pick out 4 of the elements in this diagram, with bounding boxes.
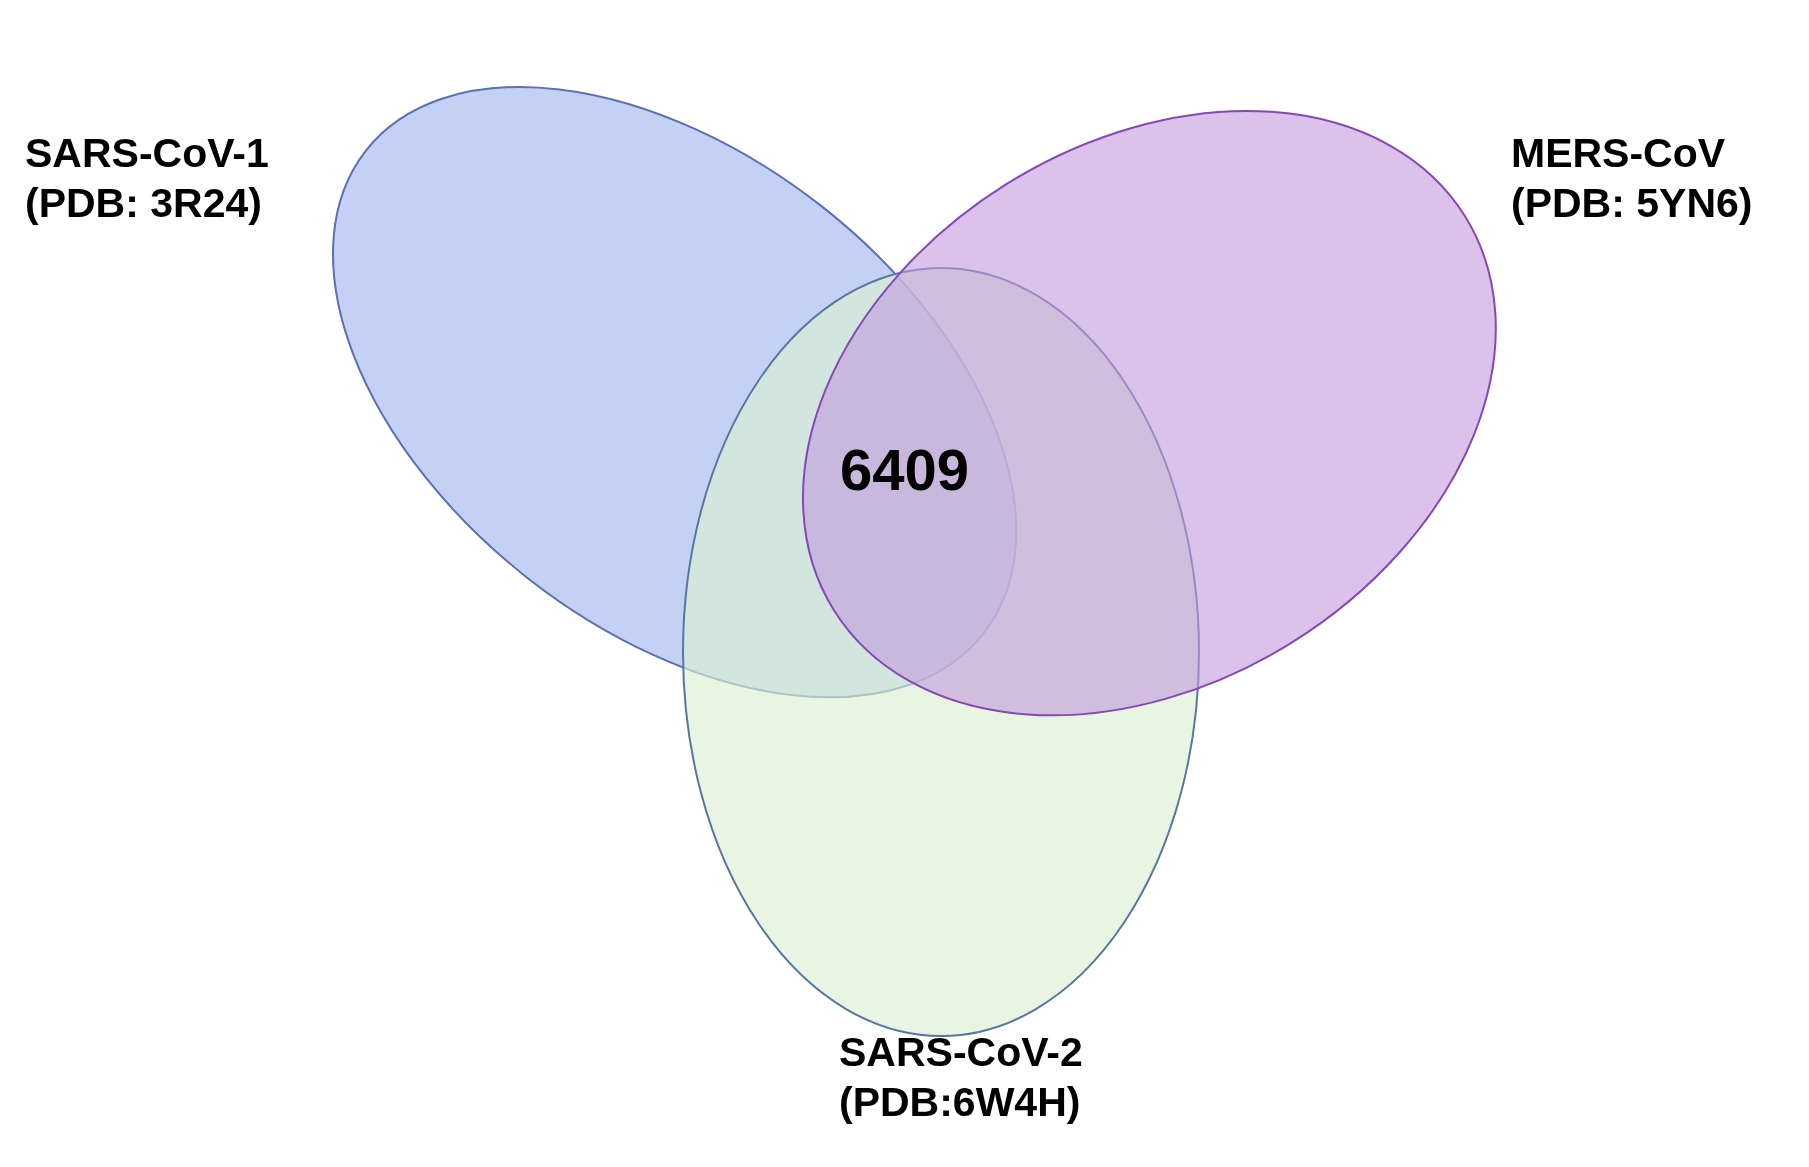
set-label: SARS-CoV-2 (PDB:6W4H) [839,1028,1084,1127]
set-label: SARS-CoV-1 (PDB: 3R24) [25,129,270,228]
set-label: MERS-CoV (PDB: 5YN6) [1511,129,1754,228]
intersection-count: 6409 [840,436,970,503]
